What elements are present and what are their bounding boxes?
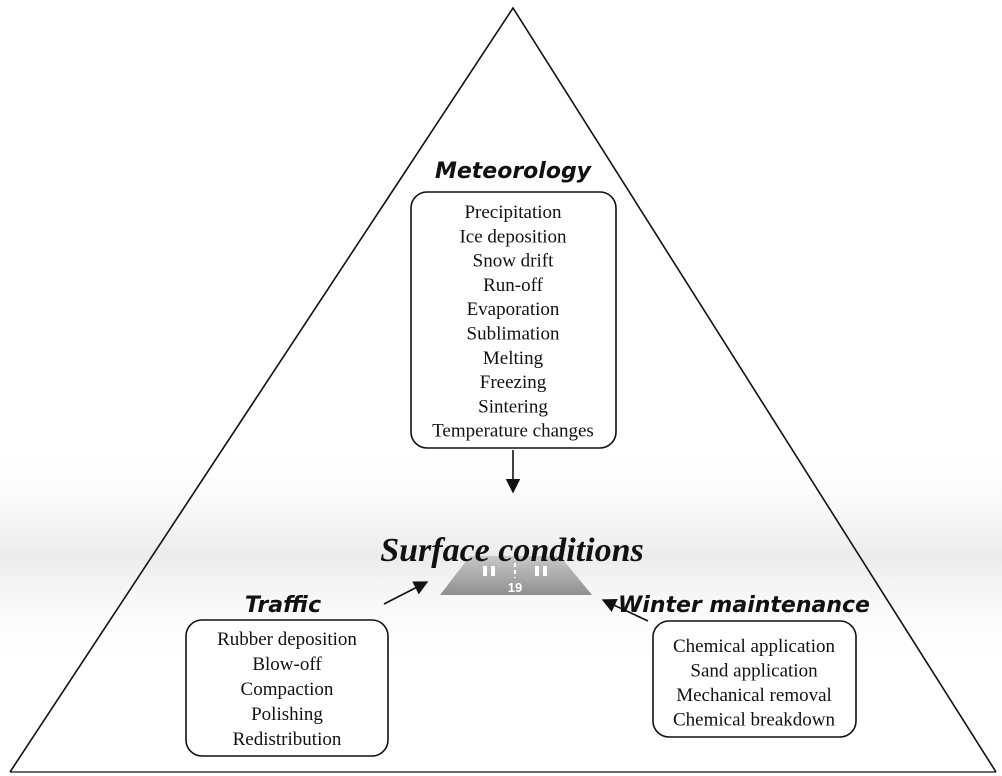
winter-maintenance-heading: Winter maintenance xyxy=(618,593,870,618)
winter-maintenance-item: Mechanical removal xyxy=(676,685,832,706)
traffic-item: Rubber deposition xyxy=(217,629,357,650)
meteorology-item: Melting xyxy=(483,348,544,369)
meteorology-heading: Meteorology xyxy=(435,159,593,184)
winter-maintenance-item: Sand application xyxy=(690,661,818,682)
winter-maintenance-arrow xyxy=(601,598,649,622)
traffic-item: Redistribution xyxy=(233,729,342,750)
meteorology-item: Sintering xyxy=(478,396,548,417)
meteorology-box xyxy=(410,191,617,449)
meteorology-item: Freezing xyxy=(480,372,547,393)
traffic-list: Rubber depositionBlow-offCompactionPolis… xyxy=(217,629,357,750)
traffic-item: Compaction xyxy=(241,679,334,700)
meteorology-item: Precipitation xyxy=(464,202,562,223)
surface-conditions-title: Surface conditions xyxy=(380,532,644,569)
traffic-box xyxy=(185,619,389,757)
winter-maintenance-item: Chemical breakdown xyxy=(673,710,835,731)
meteorology-item: Snow drift xyxy=(473,251,554,272)
traffic-item: Blow-off xyxy=(252,654,322,675)
meteorology-item: Ice deposition xyxy=(459,226,567,247)
traffic-item: Polishing xyxy=(251,704,323,725)
winter-maintenance-box xyxy=(652,620,857,738)
runway-number: 19 xyxy=(508,580,522,595)
pyramid-outline xyxy=(9,6,997,773)
traffic-arrow xyxy=(383,581,429,605)
winter-maintenance-item: Chemical application xyxy=(673,636,835,657)
runway-graphic: 19 xyxy=(440,556,592,595)
meteorology-item: Sublimation xyxy=(467,324,560,345)
traffic-heading: Traffic xyxy=(245,593,321,618)
meteorology-item: Evaporation xyxy=(467,299,560,320)
meteorology-item: Temperature changes xyxy=(432,421,594,442)
meteorology-item: Run-off xyxy=(483,275,543,296)
